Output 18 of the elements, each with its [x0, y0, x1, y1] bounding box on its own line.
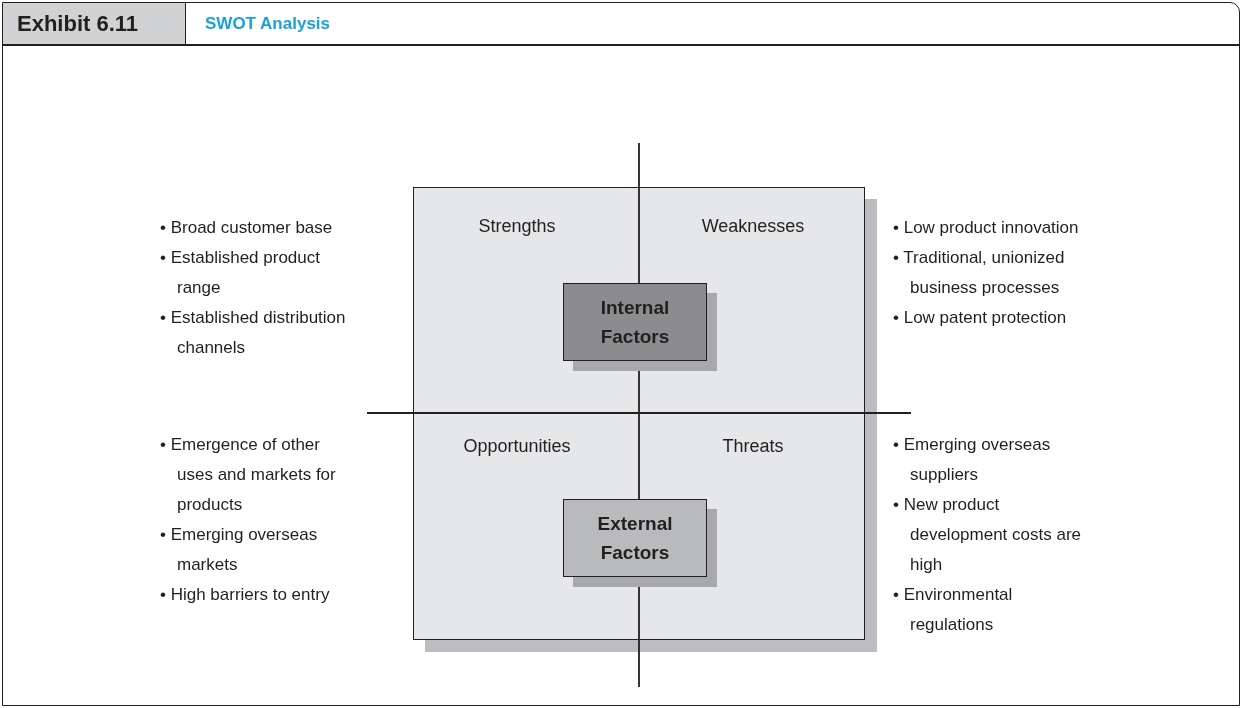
quadrant-heading: Weaknesses — [640, 213, 866, 239]
quadrant-heading: Threats — [640, 433, 866, 459]
bullet-item: • Emerging overseas suppliers — [893, 434, 1052, 486]
bullet-item: • Emerging overseas markets — [160, 524, 319, 576]
bullet-item: • Emergence of other uses and markets for products — [160, 434, 337, 516]
bullet-item: • Environmental regulations — [893, 584, 1014, 636]
quadrant-heading: Opportunities — [414, 433, 620, 459]
bullet-item: • High barriers to entry — [160, 584, 331, 606]
bullet-item: • Established distribution channels — [160, 307, 347, 359]
bullet-item: • Broad customer base — [160, 217, 334, 239]
bullet-item: • Established product range — [160, 247, 321, 299]
bullet-item: • Low patent protection — [893, 307, 1068, 329]
exhibit-number: Exhibit 6.11 — [3, 3, 186, 44]
quadrant-heading: Strengths — [414, 213, 620, 239]
bullet-item: • Traditional, unionized business processes — [893, 247, 1066, 299]
bullet-item: • New product development costs are high — [893, 494, 1083, 576]
exhibit-title: SWOT Analysis — [205, 13, 330, 35]
bullet-item: • Low product innovation — [893, 217, 1080, 239]
